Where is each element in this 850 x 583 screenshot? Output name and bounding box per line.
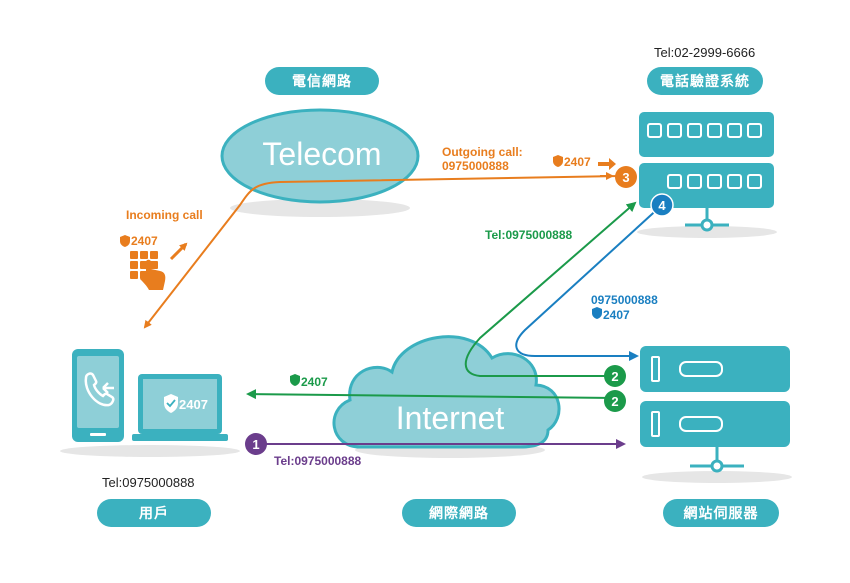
internet-cloud [332, 335, 561, 458]
outgoing-call-number: 0975000888 [442, 159, 509, 173]
internet-network-pill: 網際網路 [402, 499, 516, 527]
step-2a-number: 2 [611, 369, 619, 384]
internet-cloud-label: Internet [395, 400, 505, 436]
step-2a-circle [604, 365, 626, 387]
step-2b-circle [604, 390, 626, 412]
shield-icon [120, 235, 130, 247]
green-path-to-user [246, 389, 616, 400]
phone-icon [84, 372, 115, 407]
verification-system-pill: 電話驗證系統 [647, 67, 763, 95]
laptop-code: 2407 [179, 397, 208, 412]
verification-server [637, 112, 777, 238]
shield-icon [553, 155, 563, 167]
green-tel-label: Tel:0975000888 [485, 228, 573, 242]
outgoing-call-label: Outgoing call: [442, 145, 523, 159]
telecom-cloud [220, 108, 420, 217]
step-4-circle [650, 193, 674, 217]
step-1-number: 1 [252, 437, 260, 452]
step-2b-number: 2 [611, 394, 619, 409]
step-1-circle [245, 433, 267, 455]
web-server [640, 346, 792, 483]
green-path-to-verifier [464, 201, 637, 377]
code-orange-right: 2407 [564, 155, 591, 169]
step-3-circle [615, 166, 637, 188]
blue-number-label: 0975000888 [591, 293, 658, 307]
code-green: 2407 [301, 375, 328, 389]
code-orange-left: 2407 [131, 234, 158, 248]
purple-tel-label: Tel:0975000888 [274, 454, 362, 468]
system-tel: Tel:02-2999-6666 [654, 45, 756, 60]
step-3-number: 3 [622, 170, 630, 185]
user-devices [60, 349, 240, 457]
keypad-icon [130, 251, 166, 290]
web-server-pill: 網站伺服器 [663, 499, 779, 527]
telecom-cloud-label: Telecom [262, 136, 382, 172]
incoming-call-label: Incoming call [126, 208, 203, 222]
step-4-number: 4 [658, 198, 666, 213]
blue-path [515, 204, 663, 361]
telecom-network-pill: 電信網路 [265, 67, 379, 95]
code-blue: 2407 [603, 308, 630, 322]
shield-icon [592, 307, 602, 319]
shield-icon [290, 374, 300, 386]
user-pill: 用戶 [97, 499, 211, 527]
incoming-call-arrow [143, 175, 621, 329]
user-tel: Tel:0975000888 [102, 475, 195, 490]
